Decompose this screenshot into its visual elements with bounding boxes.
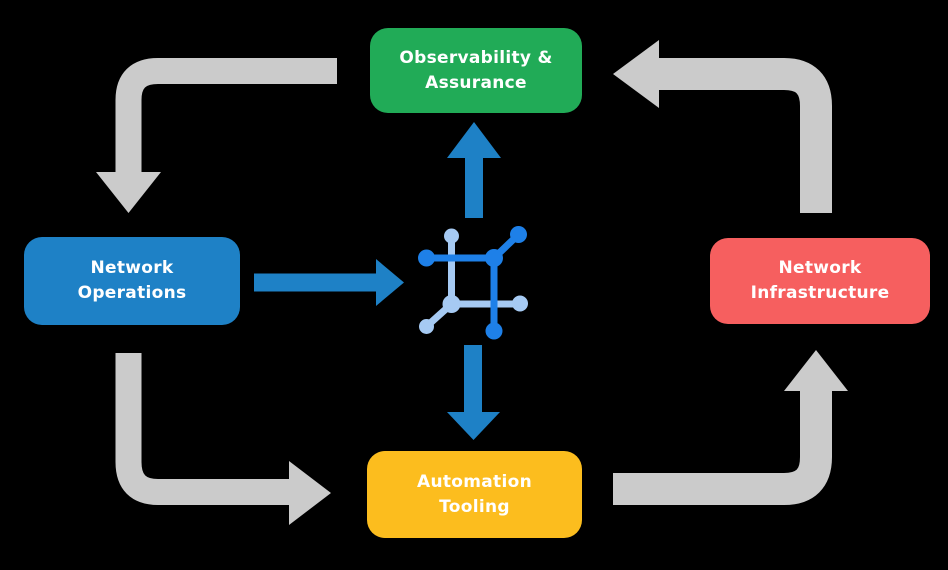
arrow-center-to-automation [447, 345, 500, 440]
arrow-automation-to-infrastructure [613, 350, 848, 505]
arrow-infrastructure-to-observability [613, 40, 832, 213]
node-observability-assurance: Observability & Assurance [370, 28, 582, 113]
arrow-observability-to-operations [96, 58, 337, 213]
node-network-infrastructure: Network Infrastructure [710, 238, 930, 324]
arrow-center-to-observability [447, 122, 501, 218]
node-network-operations: Network Operations [24, 237, 240, 325]
node-automation-tooling: Automation Tooling [367, 451, 582, 538]
network-fabric-icon [418, 226, 528, 340]
arrow-operations-to-automation [115, 353, 331, 525]
arrow-operations-to-center [254, 259, 404, 306]
